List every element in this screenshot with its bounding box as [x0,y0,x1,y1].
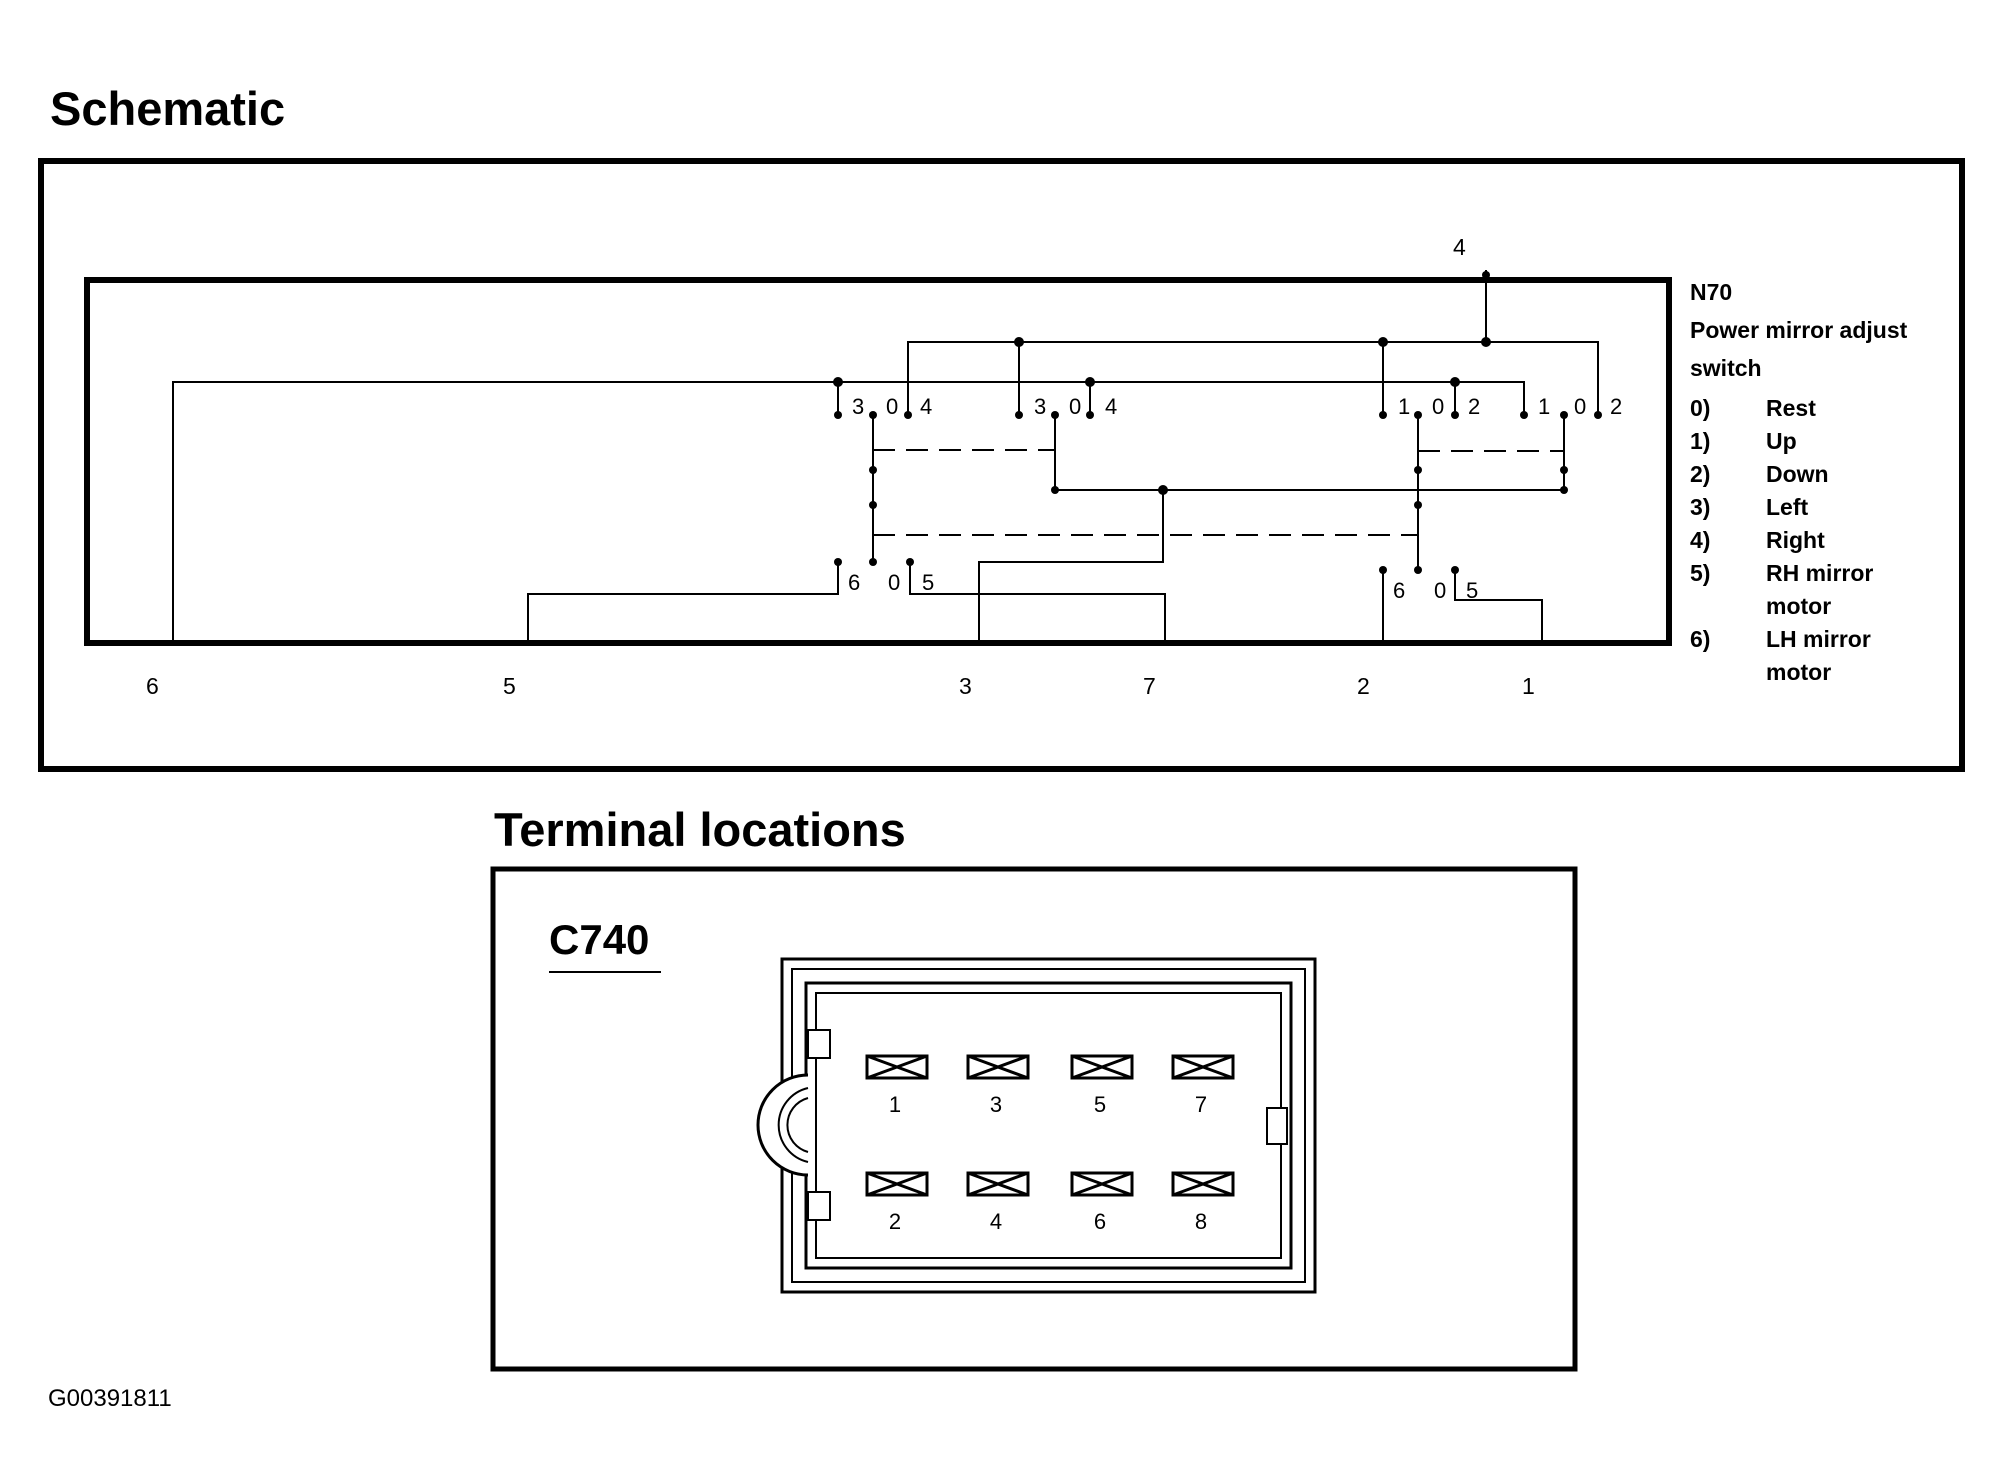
pin-1 [865,1054,929,1080]
component-name: Power mirror adjust [1690,317,1908,343]
pin-number: 5 [1094,1092,1106,1117]
legend-label: Down [1766,461,1829,487]
pin-number: 6 [1094,1209,1106,1234]
component-legend: N70 Power mirror adjust switch 0) Rest 1… [1690,279,1908,685]
contact-label: 4 [920,394,932,419]
pin-7 [1171,1054,1235,1080]
legend-label: LH mirror [1766,626,1871,652]
legend-code: 3) [1690,494,1710,520]
legend-label: Up [1766,428,1797,454]
pin-3 [966,1054,1030,1080]
contact-label: 0 [1432,394,1444,419]
legend-code: 6) [1690,626,1710,652]
connector-pins [865,1054,1235,1197]
pin-number: 2 [889,1209,901,1234]
legend-code: 1) [1690,428,1710,454]
terminal-label: 1 [1522,673,1535,699]
contact-label: 6 [848,570,860,595]
terminal-label: 3 [959,673,972,699]
legend-label: RH mirror [1766,560,1873,586]
pin-number: 4 [990,1209,1002,1234]
terminal-label: 7 [1143,673,1156,699]
contact-label: 0 [1574,394,1586,419]
pin-numbers: 1 3 5 7 2 4 6 8 [889,1092,1207,1234]
switch-body [84,277,1672,646]
pin-6 [1070,1171,1134,1197]
pin-2 [865,1171,929,1197]
legend-code: 4) [1690,527,1710,553]
terminal-locations-heading: Terminal locations [494,803,906,856]
legend-label: motor [1766,659,1831,685]
contact-label: 0 [1069,394,1081,419]
contact-label: 3 [852,394,864,419]
contact-label: 5 [1466,578,1478,603]
connector-label: C740 [549,916,649,963]
component-code: N70 [1690,279,1732,305]
terminal-label: 5 [503,673,516,699]
legend-label: Right [1766,527,1825,553]
legend-code: 5) [1690,560,1710,586]
contact-dots [833,271,1602,574]
contact-label: 6 [1393,578,1405,603]
schematic-wiring [172,270,1599,643]
pin-4 [966,1171,1030,1197]
connector-c740 [756,957,1317,1294]
contact-label: 2 [1468,394,1480,419]
pin-number: 8 [1195,1209,1207,1234]
pin-8 [1171,1171,1235,1197]
terminal-labels: 4 6 5 3 7 2 1 [146,234,1535,699]
contact-label: 1 [1538,394,1550,419]
contact-label: 4 [1105,394,1117,419]
terminal-label: 6 [146,673,159,699]
contact-label: 0 [888,570,900,595]
legend-label: Left [1766,494,1809,520]
terminal-label-top: 4 [1453,234,1466,260]
schematic-frame [38,158,1965,772]
switch-contact-labels: 3 0 4 3 0 4 1 0 2 1 0 2 6 0 5 6 0 5 [848,394,1622,603]
pin-5 [1070,1054,1134,1080]
schematic-heading: Schematic [50,82,286,135]
pin-number: 7 [1195,1092,1207,1117]
terminal-locations-frame [490,866,1578,1372]
contact-label: 2 [1610,394,1622,419]
legend-code: 2) [1690,461,1710,487]
contact-label: 3 [1034,394,1046,419]
pin-number: 1 [889,1092,901,1117]
mechanical-linkage [873,449,1564,536]
contact-label: 0 [886,394,898,419]
component-name: switch [1690,355,1762,381]
contact-label: 0 [1434,578,1446,603]
contact-label: 5 [922,570,934,595]
contact-label: 1 [1398,394,1410,419]
figure-id: G00391811 [48,1385,172,1412]
terminal-label: 2 [1357,673,1370,699]
legend-code: 0) [1690,395,1710,421]
pin-number: 3 [990,1092,1002,1117]
legend-label: motor [1766,593,1831,619]
legend-label: Rest [1766,395,1816,421]
